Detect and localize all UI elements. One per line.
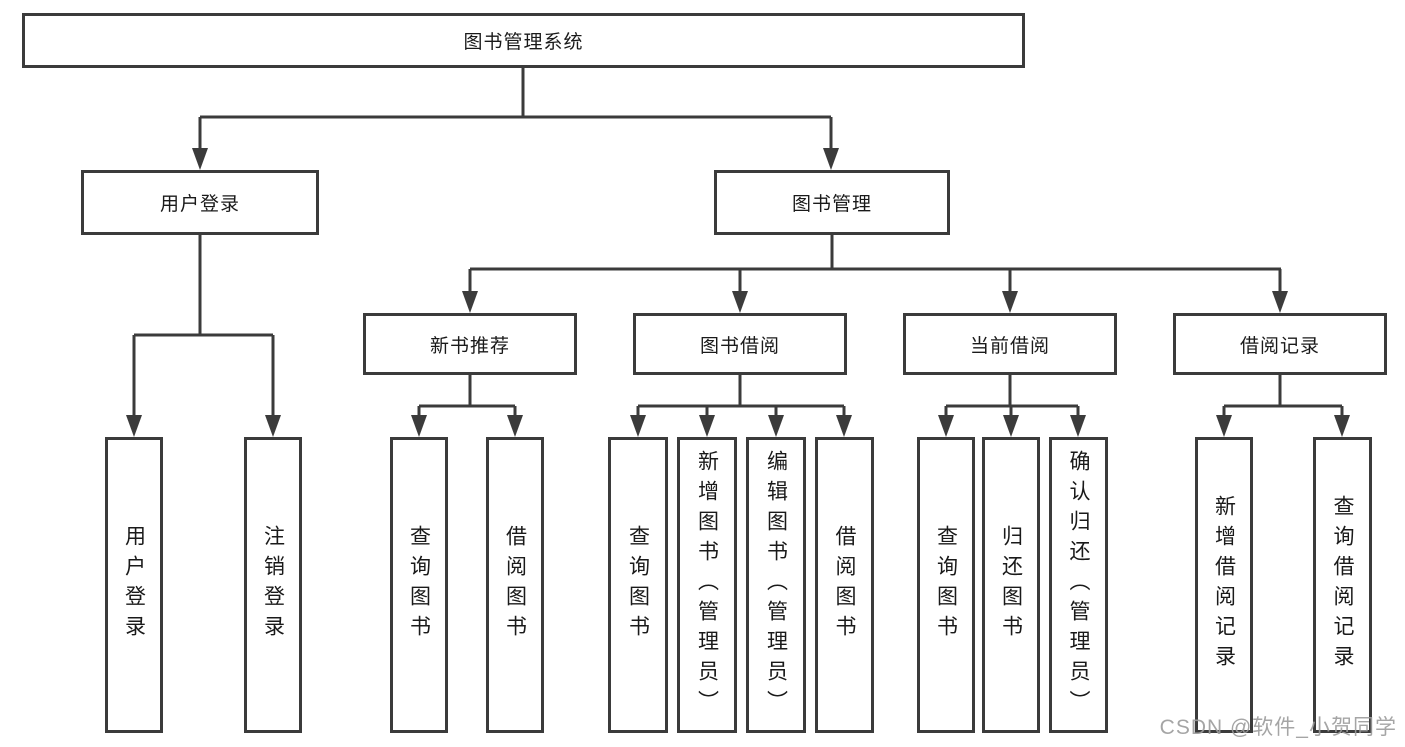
leaf-label: 用户登录	[122, 525, 146, 645]
arrowhead	[1002, 291, 1018, 313]
leaf-label: 借阅图书	[833, 525, 856, 645]
leaf-label: 查询图书	[407, 525, 431, 645]
leaf-query-books-current: 查询图书	[917, 437, 975, 733]
leaf-query-books-recommend: 查询图书	[390, 437, 448, 733]
connector-book-borrow	[636, 375, 846, 421]
leaf-edit-book-admin: 编辑图书（管理员）	[746, 437, 806, 733]
leaf-label: 归还图书	[999, 525, 1023, 645]
leaf-logout: 注销登录	[244, 437, 302, 733]
leaf-query-books-borrow: 查询图书	[608, 437, 668, 733]
arrowhead	[411, 415, 427, 437]
connector-book-management	[468, 235, 1282, 295]
node-label: 图书借阅	[699, 335, 780, 357]
node-label: 当前借阅	[969, 335, 1050, 357]
arrowhead	[732, 291, 748, 313]
leaf-label: 注销登录	[261, 525, 285, 645]
leaf-query-borrow-record: 查询借阅记录	[1313, 437, 1372, 733]
node-root-system: 图书管理系统	[22, 13, 1025, 68]
arrowhead	[836, 415, 852, 437]
leaf-label: 查询借阅记录	[1331, 495, 1354, 675]
connector-root	[198, 68, 833, 152]
leaf-label: 借阅图书	[503, 525, 527, 645]
leaf-label: 新增借阅记录	[1212, 495, 1236, 675]
arrowhead	[1216, 415, 1232, 437]
connector-borrow-records	[1222, 375, 1344, 421]
leaf-label: 查询图书	[626, 525, 650, 645]
node-label: 图书管理	[791, 194, 872, 215]
leaf-label: 查询图书	[934, 525, 958, 645]
csdn-watermark: CSDN @软件_小贺同学	[1159, 716, 1397, 739]
leaf-return-book: 归还图书	[982, 437, 1040, 733]
node-user-login-group: 用户登录	[81, 170, 319, 235]
leaf-label: 确认归还（管理员）	[1067, 450, 1090, 720]
arrowhead	[507, 415, 523, 437]
node-current-borrow: 当前借阅	[903, 313, 1117, 375]
leaf-add-borrow-record: 新增借阅记录	[1195, 437, 1253, 733]
node-book-management: 图书管理	[714, 170, 950, 235]
arrowhead	[1070, 415, 1086, 437]
node-label: 新书推荐	[429, 335, 510, 357]
arrowhead	[1003, 415, 1019, 437]
node-borrow-records: 借阅记录	[1173, 313, 1387, 375]
node-root-label: 图书管理系统	[463, 32, 584, 53]
node-new-book-recommend: 新书推荐	[363, 313, 577, 375]
leaf-add-book-admin: 新增图书（管理员）	[677, 437, 737, 733]
arrowhead	[192, 148, 208, 170]
node-label: 用户登录	[159, 194, 240, 215]
node-label: 借阅记录	[1239, 335, 1320, 357]
leaf-label: 新增图书（管理员）	[695, 450, 719, 720]
node-book-borrow: 图书借阅	[633, 313, 847, 375]
arrowhead	[1334, 415, 1350, 437]
arrowhead	[265, 415, 281, 437]
arrowhead	[126, 415, 142, 437]
leaf-borrow-book: 借阅图书	[815, 437, 874, 733]
leaf-user-login: 用户登录	[105, 437, 163, 733]
connector-user-login	[132, 235, 275, 421]
leaf-label: 编辑图书（管理员）	[764, 450, 788, 720]
leaf-confirm-return-admin: 确认归还（管理员）	[1049, 437, 1108, 733]
arrowhead	[630, 415, 646, 437]
arrowhead	[699, 415, 715, 437]
leaf-borrow-books-recommend: 借阅图书	[486, 437, 544, 733]
arrowhead	[823, 148, 839, 170]
arrowhead	[768, 415, 784, 437]
arrowhead	[938, 415, 954, 437]
connector-current-borrow	[944, 375, 1080, 421]
arrowhead	[1272, 291, 1288, 313]
arrowhead	[462, 291, 478, 313]
arrowheads	[126, 148, 1350, 437]
connector-new-book	[417, 375, 517, 421]
